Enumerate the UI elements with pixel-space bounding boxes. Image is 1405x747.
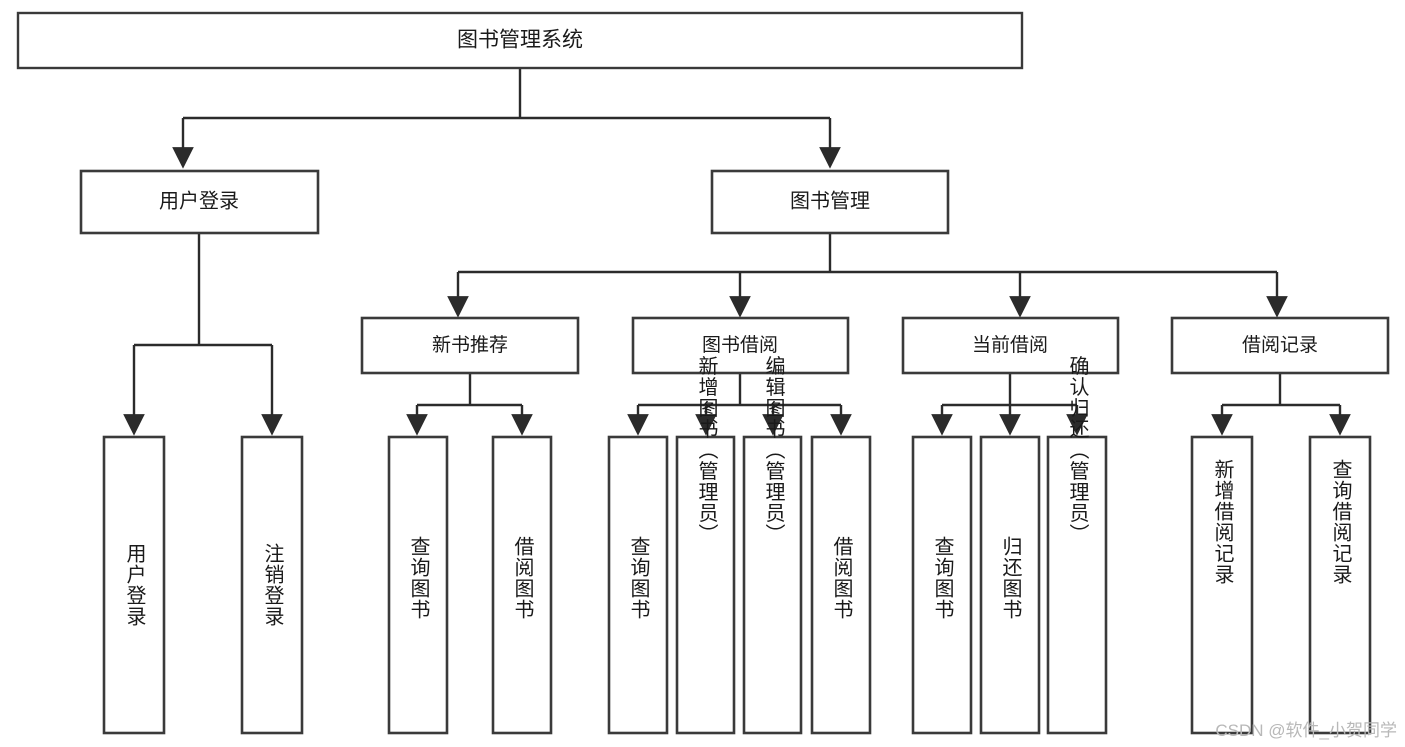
leaf-user-login-1[interactable]: 用户登录 [102,435,166,735]
node-current-borrow-label: 当前借阅 [972,334,1048,356]
node-root[interactable]: 图书管理系统 [16,11,1024,70]
leaf-book-borrow-1-label: 查询图书 [627,536,650,620]
leaf-book-borrow-1[interactable]: 查询图书 [607,435,669,735]
leaf-book-borrow-2-label: 新增图书（管理员） [695,355,718,544]
leaf-current-borrow-2-label: 归还图书 [999,536,1022,620]
node-root-label: 图书管理系统 [457,29,583,52]
node-book-borrow-label: 图书借阅 [702,334,778,356]
node-current-borrow-box[interactable] [901,316,1120,375]
leaf-user-login-1-label: 用户登录 [123,543,146,627]
leaf-book-borrow-4[interactable]: 借阅图书 [810,435,872,735]
connector-group-current-borrow [931,373,1088,436]
leaf-new-book-2-box[interactable] [491,435,553,735]
leaf-new-book-1[interactable]: 查询图书 [387,435,449,735]
leaf-borrow-record-2[interactable]: 查询借阅记录 [1308,435,1372,735]
leaf-user-login-2-label: 注销登录 [261,543,284,627]
connector-group-new-book [406,373,533,436]
leaf-user-login-2[interactable]: 注销登录 [240,435,304,735]
node-new-book-recommend[interactable]: 新书推荐 [360,316,580,375]
leaf-new-book-1-box[interactable] [387,435,449,735]
node-user-login[interactable]: 用户登录 [79,169,320,235]
leaf-borrow-record-1-box[interactable] [1190,435,1254,735]
node-borrow-record[interactable]: 借阅记录 [1170,316,1390,375]
leaf-book-borrow-4-label: 借阅图书 [830,536,853,620]
leaf-book-borrow-2[interactable]: 新增图书（管理员） [675,355,736,735]
node-current-borrow[interactable]: 当前借阅 [901,316,1120,375]
leaf-current-borrow-1-box[interactable] [911,435,973,735]
leaf-user-login-1-box[interactable] [102,435,166,735]
node-user-login-box[interactable] [79,169,320,235]
connector-group-borrow-record [1211,373,1351,436]
node-book-management-label: 图书管理 [790,189,870,212]
node-book-management-box[interactable] [710,169,950,235]
node-new-book-recommend-label: 新书推荐 [432,334,508,356]
leaf-book-borrow-3[interactable]: 编辑图书（管理员） [742,355,803,735]
leaf-current-borrow-1-label: 查询图书 [931,536,954,620]
leaf-borrow-record-1-label: 新增借阅记录 [1211,459,1234,585]
leaf-current-borrow-3-box[interactable] [1046,435,1108,735]
node-book-management[interactable]: 图书管理 [710,169,950,235]
leaf-book-borrow-3-box[interactable] [742,435,803,735]
leaf-borrow-record-2-label: 查询借阅记录 [1329,459,1352,585]
node-new-book-recommend-box[interactable] [360,316,580,375]
node-user-login-label: 用户登录 [159,189,239,212]
leaf-current-borrow-3-label: 确认归还（管理员） [1066,355,1089,544]
leaf-current-borrow-2-box[interactable] [979,435,1041,735]
node-borrow-record-box[interactable] [1170,316,1390,375]
leaf-current-borrow-2[interactable]: 归还图书 [979,435,1041,735]
leaf-new-book-1-label: 查询图书 [407,536,430,620]
leaf-borrow-record-2-box[interactable] [1308,435,1372,735]
connector-group-user-login [123,233,283,436]
connector-group-root [172,68,841,169]
leaf-new-book-2[interactable]: 借阅图书 [491,435,553,735]
connector-group-book-borrow [627,373,852,436]
leaf-new-book-2-label: 借阅图书 [511,536,534,620]
leaf-user-login-2-box[interactable] [240,435,304,735]
leaf-borrow-record-1[interactable]: 新增借阅记录 [1190,435,1254,735]
connector-group-book-mgmt [447,233,1288,318]
leaf-book-borrow-3-label: 编辑图书（管理员） [762,355,785,544]
node-borrow-record-label: 借阅记录 [1242,334,1318,356]
leaf-book-borrow-4-box[interactable] [810,435,872,735]
leaf-current-borrow-3[interactable]: 确认归还（管理员） [1046,355,1108,735]
leaf-current-borrow-1[interactable]: 查询图书 [911,435,973,735]
leaf-book-borrow-2-box[interactable] [675,435,736,735]
node-book-borrow-box[interactable] [631,316,850,375]
node-root-box[interactable] [16,11,1024,70]
node-book-borrow[interactable]: 图书借阅 [631,316,850,375]
leaf-book-borrow-1-box[interactable] [607,435,669,735]
